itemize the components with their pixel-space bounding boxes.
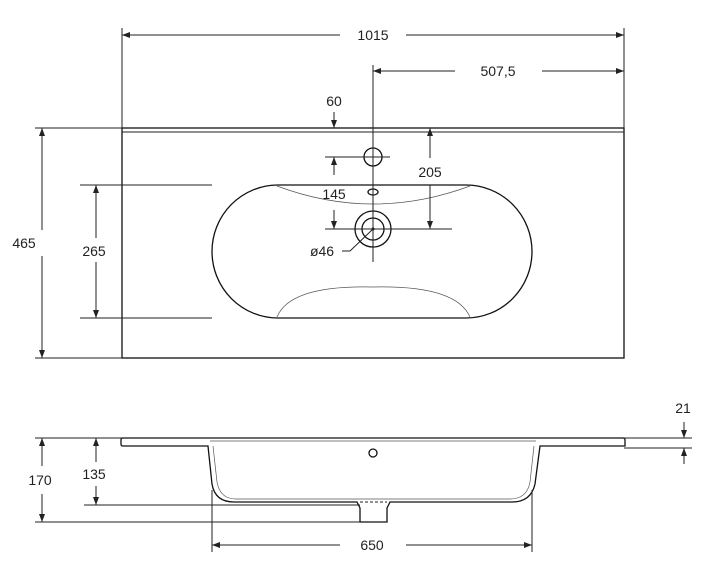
bowl-lower-slope [276,286,471,318]
dim-half-width: 507,5 [480,63,515,79]
dim-back-to-drain: 205 [418,164,442,180]
dim-flange-thickness: 21 [675,400,691,416]
side-view: 21 170 135 650 [28,400,692,553]
dim-drain-diameter: ø46 [310,243,334,259]
dim-overall-height: 170 [28,472,52,488]
bowl-outline [211,184,533,319]
basin-profile [120,437,626,523]
overflow-hole-side [368,448,378,458]
dim-tap-to-drain: 145 [322,186,346,202]
dim-overall-width: 1015 [357,27,388,43]
leader-line [342,228,374,252]
dim-bowl-width: 650 [360,537,384,553]
dim-tap-offset: 60 [326,93,342,109]
inner-wall [212,445,535,500]
dim-bowl-height: 135 [82,466,106,482]
dim-overall-depth: 465 [12,235,36,251]
top-view: 1015 507,5 60 145 205 ø46 465 265 [12,27,625,359]
dim-bowl-depth: 265 [82,243,106,259]
